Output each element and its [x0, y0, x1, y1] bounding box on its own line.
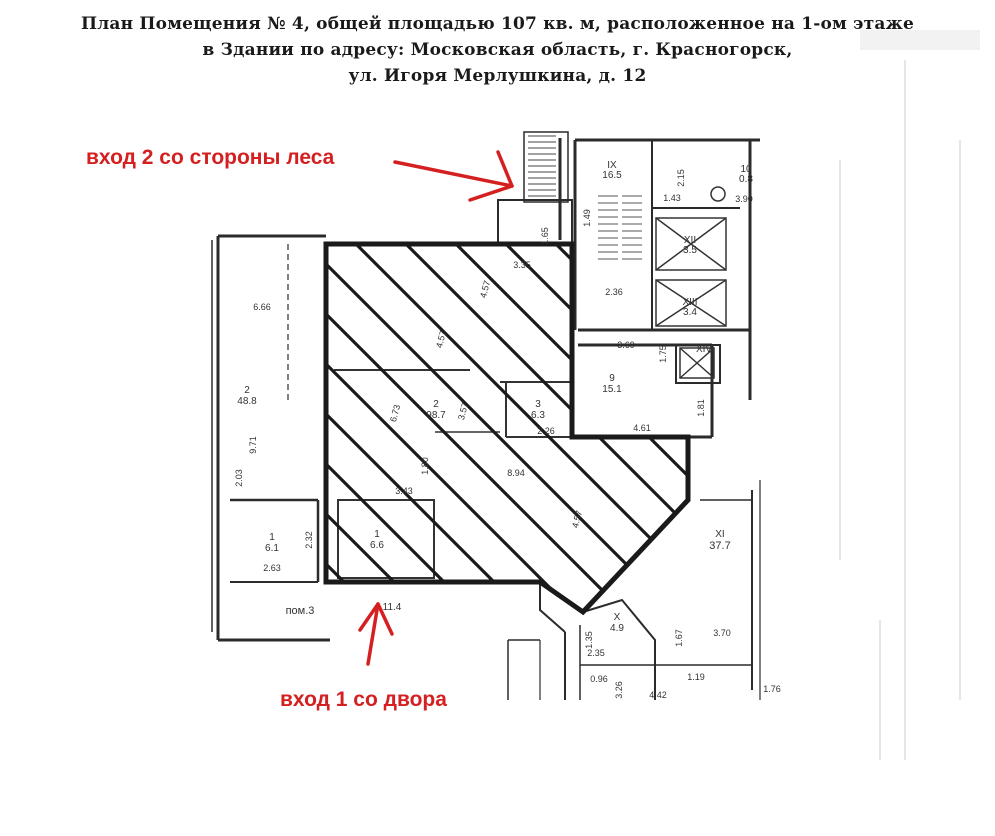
hatch-line — [354, 244, 688, 612]
room-ix-area: 16.5 — [602, 170, 622, 181]
stair-treads — [528, 135, 556, 197]
dim-label: 2.32 — [304, 531, 314, 549]
room-ix-name: IX — [607, 160, 617, 171]
room-x-name: X — [614, 612, 621, 623]
dim-label: 2.63 — [263, 563, 281, 573]
hatch-line — [326, 244, 688, 612]
dim-label: 1.65 — [540, 227, 550, 245]
plan-title-line-1: План Помещения № 4, общей площадью 107 к… — [80, 14, 914, 34]
room-3-area: 6.3 — [531, 410, 545, 421]
dim-label: 1.19 — [687, 672, 705, 682]
dim-label: 9.71 — [248, 436, 258, 454]
dim-label: 4.57 — [434, 329, 448, 349]
dim-label: 6.73 — [388, 403, 402, 423]
dim-label: 6.66 — [253, 302, 271, 312]
dim-label: 2.35 — [587, 648, 605, 658]
room-xiii-name: XIII — [682, 297, 697, 308]
dim-label: 2.03 — [234, 469, 244, 487]
dim-label: 8.94 — [507, 468, 525, 478]
room-xii-area: 3.5 — [683, 245, 697, 256]
dim-label: 2.26 — [537, 426, 555, 436]
room-1a-name: 1 — [269, 532, 275, 543]
plan-title-line-3: ул. Игоря Мерлушкина, д. 12 — [348, 66, 647, 86]
room-xiii-area: 3.4 — [683, 307, 697, 318]
arrow-entrance-1 — [358, 602, 394, 666]
dim-label: 1.80 — [420, 457, 430, 475]
dim-label: 1.76 — [763, 684, 781, 694]
dim-label: 1.43 — [663, 193, 681, 203]
arrow-entrance-2 — [393, 150, 514, 202]
room-1b-sub-label: 11.4 — [383, 602, 402, 613]
dim-label: 1.75 — [658, 345, 668, 363]
entrance-1-annotation: вход 1 со двора — [280, 688, 447, 711]
elevator-shafts — [655, 186, 727, 379]
dim-label: 3.26 — [614, 681, 624, 699]
room-labels: IX 16.5 10 0.8 XII 3.5 XIII 3.4 XIV 9 15… — [237, 160, 753, 634]
premises-4-outline — [323, 241, 691, 616]
dim-label: 3.69 — [617, 340, 635, 350]
room-xii-name: XII — [684, 235, 696, 246]
hatch-line — [474, 244, 688, 612]
room-x-area: 4.9 — [610, 623, 624, 634]
room-2a-area: 48.8 — [237, 396, 257, 407]
room-9-name: 9 — [609, 373, 615, 384]
room-1b-name: 1 — [374, 529, 380, 540]
room-2b-area: 98.7 — [426, 410, 446, 421]
dim-label: 4.42 — [649, 690, 667, 700]
dim-label: 4.57 — [478, 279, 492, 299]
room-2b-name: 2 — [433, 399, 439, 410]
hatch-line — [326, 244, 678, 612]
dim-label: 1.35 — [584, 631, 594, 649]
room-2a-name: 2 — [244, 385, 250, 396]
premises-4-hatching — [326, 244, 688, 612]
dim-label: 3.57 — [456, 401, 470, 421]
dim-label: 1.81 — [696, 399, 706, 417]
entrance-arrows — [358, 150, 514, 666]
dim-label: 2.15 — [676, 169, 686, 187]
scan-artifacts — [839, 30, 980, 760]
room-1b-area: 6.6 — [370, 540, 384, 551]
plan-title-line-2: в Здании по адресу: Московская область, … — [202, 40, 793, 60]
dim-label: 1.67 — [674, 629, 684, 647]
room-10-area: 0.8 — [739, 174, 753, 185]
dim-label: 3.43 — [395, 486, 413, 496]
room-9-area: 15.1 — [602, 384, 622, 395]
entrance-2-annotation: вход 2 со стороны леса — [86, 146, 335, 169]
room-10-name: 10 — [740, 164, 752, 175]
dim-label: 1.49 — [582, 209, 592, 227]
room-xiv-name: XIV — [696, 344, 712, 355]
dim-label: 0.96 — [590, 674, 608, 684]
dim-label: 3.35 — [513, 260, 531, 270]
dim-label: 4.61 — [633, 423, 651, 433]
hatch-line — [326, 244, 428, 612]
room-xi-name: XI — [715, 529, 724, 540]
dim-label: 3.90 — [735, 194, 753, 204]
dimension-labels: 3.35 4.57 4.57 3.57 6.66 9.71 2.03 2.32 … — [234, 169, 781, 700]
dim-label: 3.70 — [713, 628, 731, 638]
hatch-line — [326, 244, 528, 612]
room-3-name: 3 — [535, 399, 541, 410]
room-1a-area: 6.1 — [265, 543, 279, 554]
room-xi-area: 37.7 — [709, 540, 730, 552]
stair-treads-core — [598, 195, 642, 260]
dim-label: 4.57 — [570, 509, 584, 529]
room-pom3-label: пом.3 — [286, 605, 315, 617]
dim-label: 2.36 — [605, 287, 623, 297]
